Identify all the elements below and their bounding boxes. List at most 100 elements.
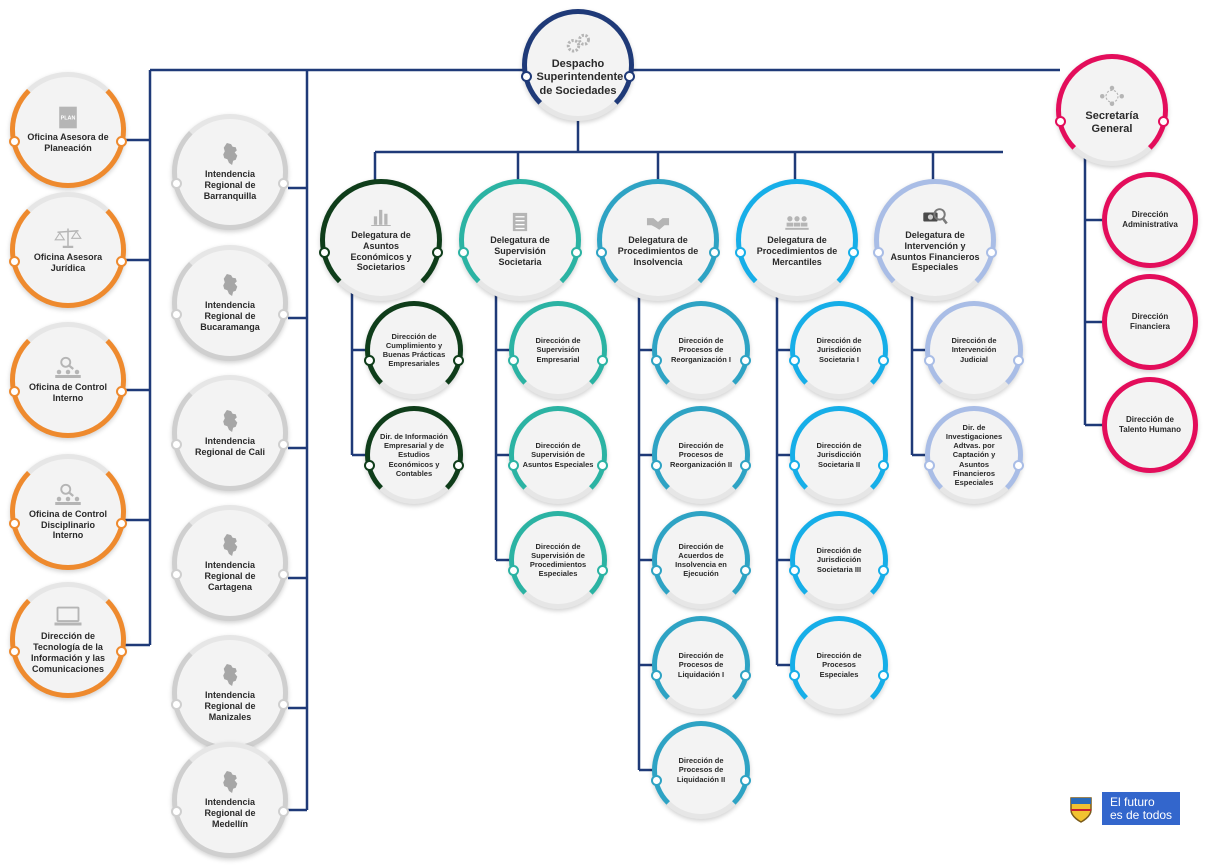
colombia-map-icon <box>214 533 246 557</box>
ring-dot <box>9 256 20 268</box>
ring-dot <box>432 246 443 258</box>
ring-dot <box>740 565 751 577</box>
ring-dot <box>735 246 746 258</box>
node-label: Dirección de Jurisdicción Societaria III <box>816 546 862 574</box>
node-label: Dirección de Jurisdicción Societaria II <box>816 441 862 469</box>
colombia-map-icon <box>214 663 246 687</box>
plan-document-icon: PLAN <box>53 106 83 129</box>
ring-dot <box>571 246 582 258</box>
ring-dot <box>596 246 607 258</box>
people-network-icon <box>1097 84 1127 107</box>
ring-dot <box>9 386 20 398</box>
ring-dot <box>597 355 608 367</box>
ring-dot <box>740 670 751 682</box>
secretaria-node: Secretaría General <box>1055 54 1169 166</box>
ring-dot <box>878 460 889 472</box>
ring-dot <box>651 460 662 472</box>
root-node: Despacho Superintendente de Sociedades <box>521 9 635 121</box>
ring-dot <box>319 246 330 258</box>
secretaria-direccion-node: Dirección Financiera <box>1102 274 1198 370</box>
ring-dot <box>171 806 182 818</box>
ring-dot <box>458 246 469 258</box>
brand-line-2: es de todos <box>1110 807 1173 822</box>
money-search-icon <box>922 207 948 227</box>
secretaria-direccion-node: Dirección de Talento Humano <box>1102 377 1198 473</box>
node-label: Secretaría General <box>1085 109 1139 135</box>
regional-node: Intendencia Regional de Medellín <box>171 742 289 858</box>
ring-dot <box>116 518 127 530</box>
colombia-shield-icon <box>1070 796 1092 823</box>
direccion-node: Dirección de Supervisión Empresarial <box>508 301 608 399</box>
colombia-map-icon <box>214 273 246 297</box>
ring-dot <box>597 460 608 472</box>
ring-dot <box>364 355 375 367</box>
direccion-node: Dirección de Intervención Judicial <box>924 301 1024 399</box>
delegatura-node: Delegatura de Supervisión Societaria <box>458 179 582 301</box>
ring-dot <box>789 670 800 682</box>
direccion-node: Dirección de Procesos de Reorganización … <box>651 301 751 399</box>
direccion-node: Dirección de Jurisdicción Societaria II <box>789 406 889 504</box>
ring-dot <box>740 775 751 787</box>
handshake-icon <box>645 212 671 232</box>
ring-dot <box>624 71 635 83</box>
node-label: Intendencia Regional de Medellín <box>204 797 256 829</box>
ring-dot <box>1055 116 1066 128</box>
ring-dot <box>453 460 464 472</box>
delegatura-node: Delegatura de Intervención y Asuntos Fin… <box>873 179 997 301</box>
node-label: Dirección de Supervisión Empresarial <box>535 336 581 364</box>
ring-dot <box>9 136 20 148</box>
node-label: Dirección de Supervisión de Asuntos Espe… <box>522 441 594 469</box>
ring-dot <box>508 565 519 577</box>
ring-dot <box>924 460 935 472</box>
ring-dot <box>1013 460 1024 472</box>
office-node: Dirección de Tecnología de la Informació… <box>9 582 127 698</box>
brand-footer: El futuro es de todos <box>1068 792 1181 826</box>
delegatura-node: Delegatura de Asuntos Económicos y Socie… <box>319 179 443 301</box>
ring-dot <box>453 355 464 367</box>
regional-node: Intendencia Regional de Cali <box>171 375 289 491</box>
ring-dot <box>789 565 800 577</box>
ring-dot <box>986 246 997 258</box>
ring-dot <box>171 178 182 190</box>
magnifier-people-icon <box>53 356 83 379</box>
colombia-map-icon <box>214 142 246 166</box>
direccion-node: Dirección de Procesos Especiales <box>789 616 889 714</box>
regional-node: Intendencia Regional de Barranquilla <box>171 114 289 230</box>
ring-dot <box>848 246 859 258</box>
node-label: Dirección de Procesos Especiales <box>816 651 862 679</box>
ring-dot <box>709 246 720 258</box>
ring-dot <box>278 309 289 321</box>
direccion-node: Dirección de Jurisdicción Societaria I <box>789 301 889 399</box>
ring-dot <box>278 699 289 711</box>
node-label: Dirección de Talento Humano <box>1118 415 1182 434</box>
node-label: Dir. de Investigaciones Adtvas. por Capt… <box>945 423 1003 487</box>
colombia-map-icon <box>214 770 246 794</box>
direccion-node: Dirección de Supervisión de Procedimient… <box>508 511 608 609</box>
office-node: Oficina de Control Disciplinario Interno <box>9 454 127 570</box>
secretaria-direccion-node: Dirección Administrativa <box>1102 172 1198 268</box>
node-label: Intendencia Regional de Cartagena <box>204 560 256 592</box>
node-label: Oficina de Control Disciplinario Interno <box>28 508 107 541</box>
delegatura-node: Delegatura de Procedimientos de Mercanti… <box>735 179 859 301</box>
delegatura-node: Delegatura de Procedimientos de Insolven… <box>596 179 720 301</box>
ring-dot <box>924 355 935 367</box>
direccion-node: Dirección de Procesos de Liquidación II <box>651 721 751 819</box>
office-node: Oficina Asesora Jurídica <box>9 192 127 308</box>
ring-dot <box>278 569 289 581</box>
ring-dot <box>740 460 751 472</box>
node-label: Dirección de Procesos de Reorganización … <box>669 441 733 469</box>
node-label: Intendencia Regional de Bucaramanga <box>200 300 260 332</box>
ring-dot <box>873 246 884 258</box>
ring-dot <box>651 775 662 787</box>
node-label: Delegatura de Procedimientos de Mercanti… <box>756 235 838 267</box>
node-label: Dirección de Procesos de Reorganización … <box>670 336 731 364</box>
ring-dot <box>651 670 662 682</box>
ring-dot <box>116 386 127 398</box>
node-label: Dirección de Procesos de Liquidación I <box>677 651 725 679</box>
ring-dot <box>364 460 375 472</box>
node-label: Delegatura de Intervención y Asuntos Fin… <box>890 229 980 273</box>
node-label: Dir. de Información Empresarial y de Est… <box>380 432 448 478</box>
node-label: Dirección de Tecnología de la Informació… <box>30 631 106 674</box>
gears-icon <box>563 32 593 55</box>
